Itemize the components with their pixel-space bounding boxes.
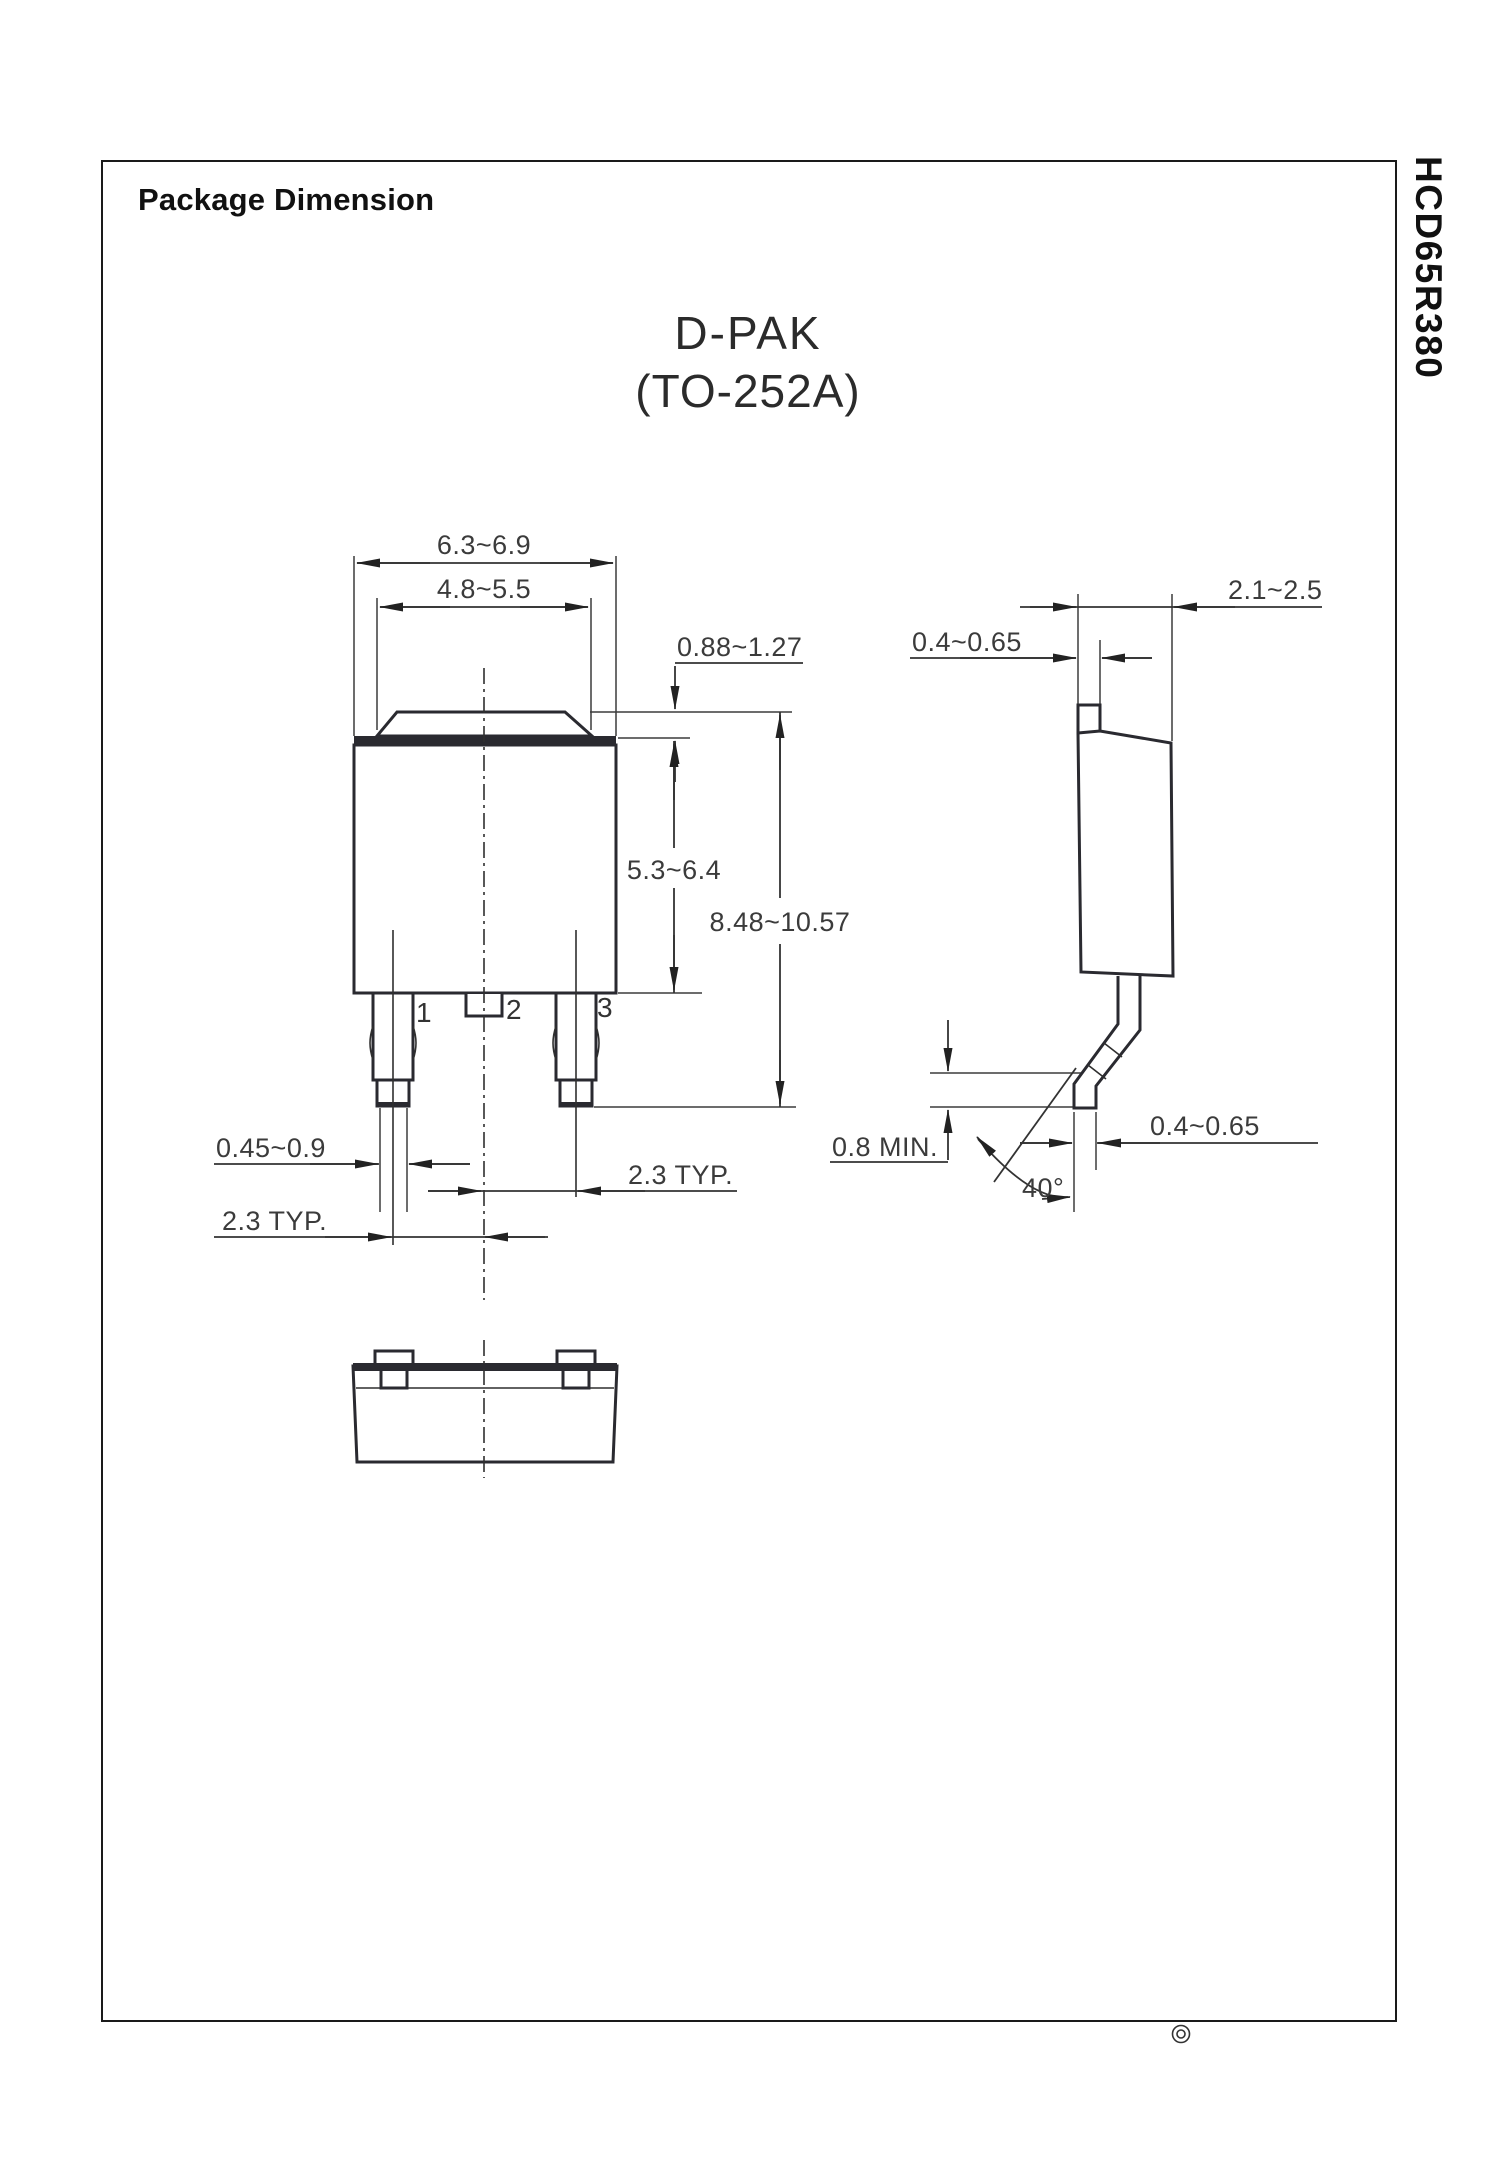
dim-lead-width: 0.45~0.9 xyxy=(216,1133,326,1163)
dim-body-height: 5.3~6.4 xyxy=(627,855,721,885)
mounting-tab-side xyxy=(1076,703,1102,735)
registered-symbol-icon xyxy=(1171,2024,1191,2044)
front-view: 6.3~6.9 4.8~5.5 0.88~1.27 5.3~6.4 8.48~1… xyxy=(214,530,854,1300)
bottom-view xyxy=(351,1340,619,1478)
pin3-label: 3 xyxy=(597,992,613,1023)
lead-bend-tick xyxy=(1103,1042,1123,1058)
body-front xyxy=(352,743,618,995)
dim-body-width: 6.3~6.9 xyxy=(437,530,531,560)
page-border xyxy=(101,160,1397,2022)
bottom-view-lead-right xyxy=(555,1349,597,1390)
pin2-label: 2 xyxy=(506,994,522,1025)
lead-bend-tick xyxy=(1087,1064,1107,1080)
body-top-flange xyxy=(354,736,616,746)
side-view-dimensions xyxy=(830,602,1322,1204)
dim-pitch-left: 2.3 TYP. xyxy=(222,1206,327,1236)
dim-pitch-right: 2.3 TYP. xyxy=(628,1160,733,1190)
front-view-dimensions xyxy=(214,558,803,1242)
bottom-view-top-edge xyxy=(353,1363,617,1371)
lead-angle-reference-line xyxy=(993,1067,1077,1183)
dim-body-thickness: 2.1~2.5 xyxy=(1228,575,1322,605)
package-code: (TO-252A) xyxy=(635,365,861,417)
side-view: 2.1~2.5 0.4~0.65 0.8 MIN. 0.4~0.65 40° xyxy=(830,575,1322,1212)
dim-tab-thickness: 0.4~0.65 xyxy=(912,627,1022,657)
dim-standoff-min: 0.8 MIN. xyxy=(832,1132,938,1162)
dim-lead-bend-angle: 40° xyxy=(1022,1173,1064,1203)
body-side xyxy=(1076,729,1175,978)
label-backer xyxy=(706,900,854,938)
side-view-extension-lines xyxy=(930,594,1173,1212)
bottom-view-lead-left xyxy=(373,1349,415,1390)
side-view-package-outline xyxy=(1072,703,1175,1110)
front-view-extension-lines xyxy=(353,556,796,1212)
dim-lead-thickness: 0.4~0.65 xyxy=(1150,1111,1260,1141)
dim-overall-height: 8.48~10.57 xyxy=(710,907,851,937)
package-name: D-PAK xyxy=(674,307,822,359)
page-title: Package Dimension xyxy=(138,182,435,217)
front-view-package-outline xyxy=(352,668,618,1300)
lead-side xyxy=(1072,976,1142,1110)
label-backer xyxy=(628,850,722,886)
body-bottom-view xyxy=(351,1364,619,1464)
pin1-label: 1 xyxy=(416,997,432,1028)
dim-tab-exposed-height: 0.88~1.27 xyxy=(677,632,802,662)
dim-tab-width: 4.8~5.5 xyxy=(437,574,531,604)
